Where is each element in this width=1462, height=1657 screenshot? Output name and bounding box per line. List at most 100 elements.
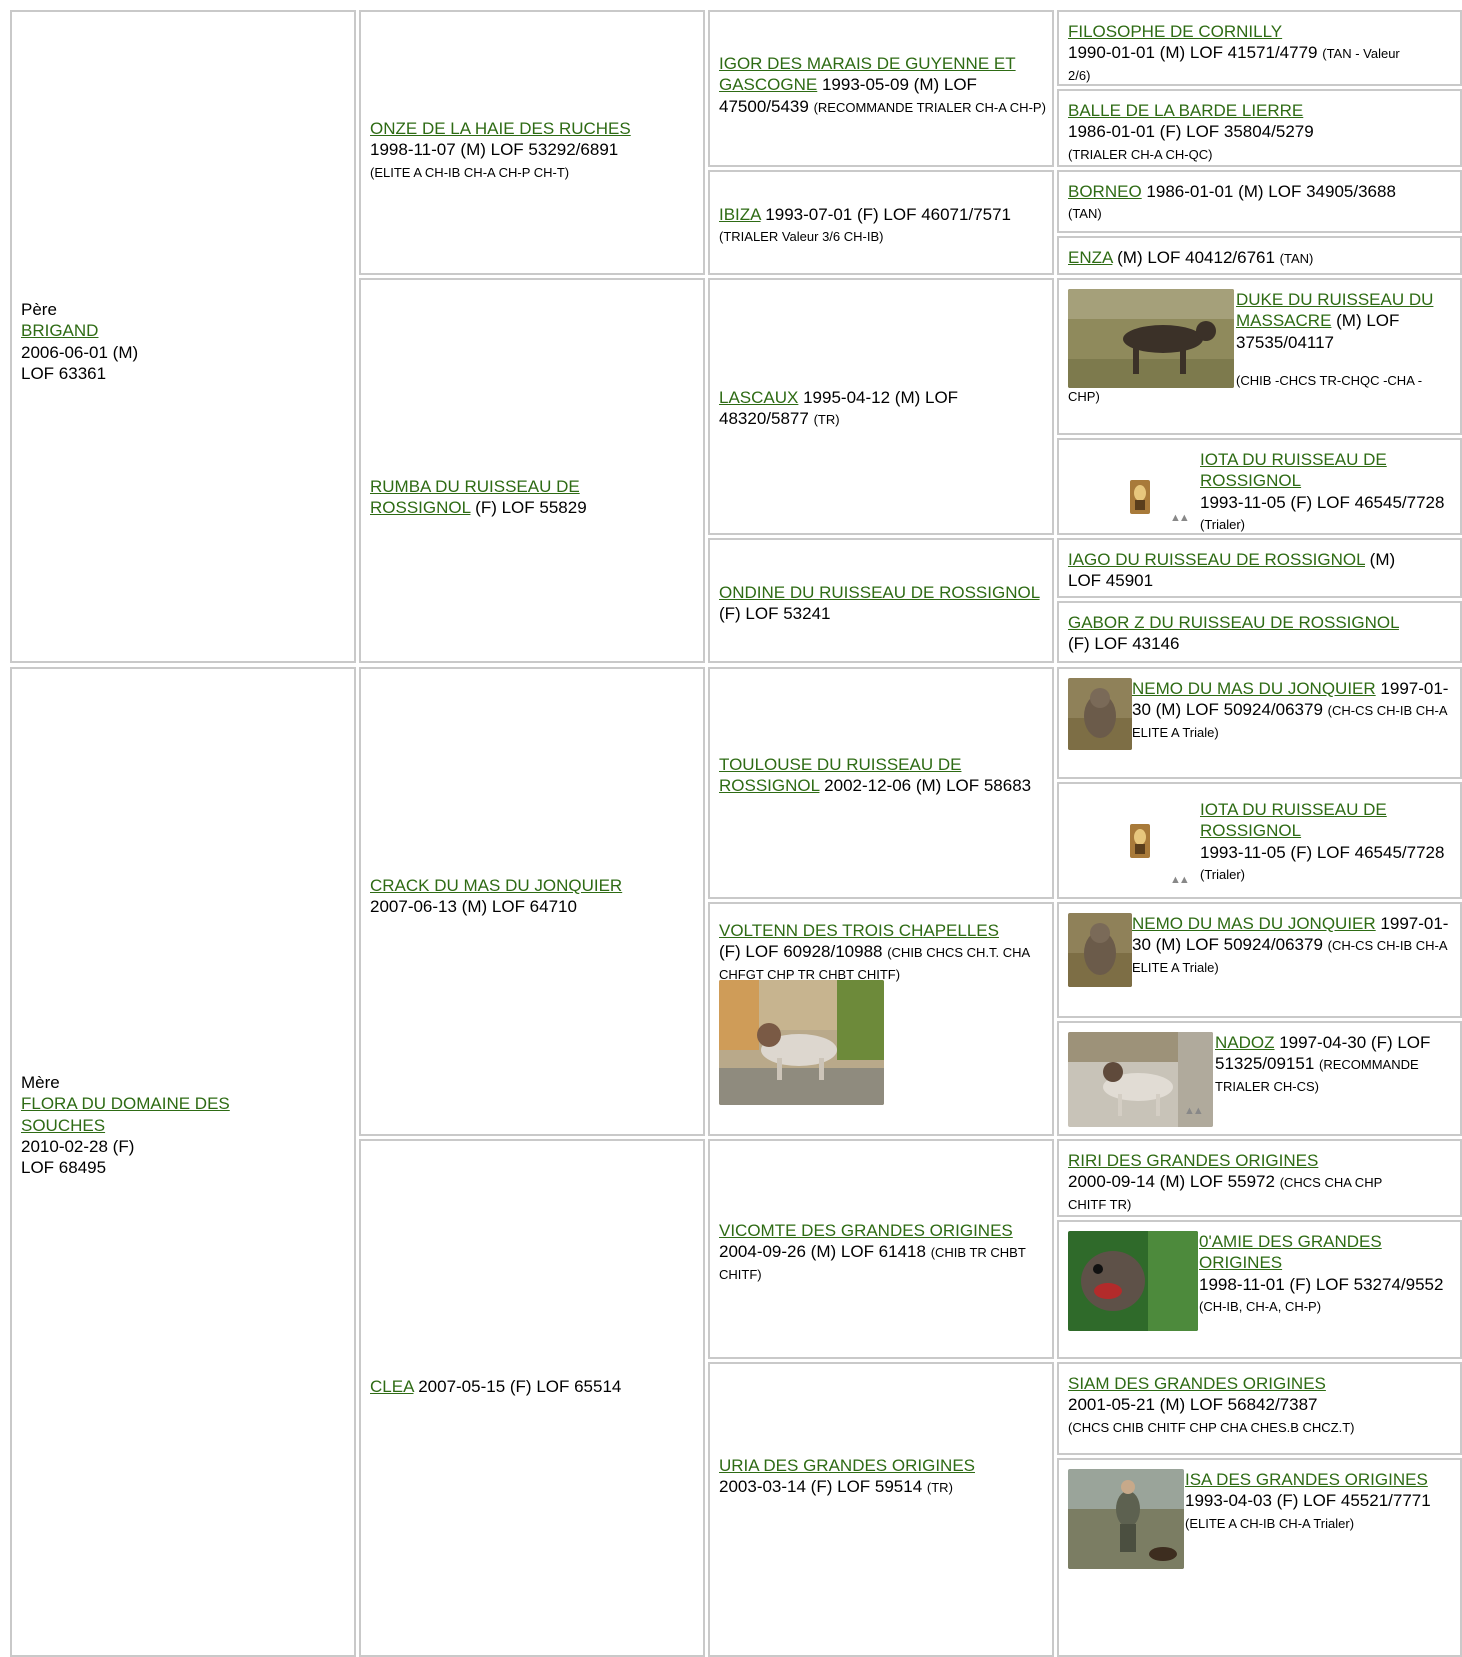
dog-info: (F) LOF 43146	[1068, 634, 1180, 654]
dog-photo-standing[interactable]	[719, 980, 884, 1105]
dog-link[interactable]: ENZA	[1068, 248, 1113, 267]
dog-info: 1995-04-12 (M) LOF 48320/5877	[719, 388, 959, 429]
pedigree-cell-gen3: VOLTENN DES TROIS CHAPELLES (F) LOF 6092…	[708, 902, 1054, 1136]
dog-titles: (Trialer)	[1200, 516, 1246, 532]
pedigree-cell-gen3: URIA DES GRANDES ORIGINES 2003-03-14 (F)…	[708, 1362, 1054, 1657]
dog-link[interactable]: NADOZ	[1215, 1033, 1275, 1052]
dog-link[interactable]: TOULOUSE DU RUISSEAU DE ROSSIGNOL	[719, 755, 962, 796]
dog-link[interactable]: FILOSOPHE DE CORNILLY	[1068, 22, 1283, 41]
dog-titles: (CHCS CHA CHP CHITF TR)	[1068, 1175, 1383, 1212]
dog-info: 2007-05-15 (F) LOF 65514	[413, 1377, 622, 1396]
dog-titles: (TRIALER CH-A CH-QC)	[1068, 146, 1213, 162]
dog-registry: LOF 63361	[21, 363, 107, 383]
pedigree-cell-dam: Mère FLORA DU DOMAINE DES SOUCHES 2010-0…	[10, 667, 356, 1657]
pedigree-cell-gen4: SIAM DES GRANDES ORIGINES 2001-05-21 (M)…	[1057, 1362, 1462, 1455]
dog-link[interactable]: LASCAUX	[719, 388, 799, 407]
pedigree-cell-sire: Père BRIGAND 2006-06-01 (M) LOF 63361	[10, 10, 356, 663]
dog-link[interactable]: URIA DES GRANDES ORIGINES	[719, 1456, 975, 1475]
pedigree-cell-gen2: ONZE DE LA HAIE DES RUCHES 1998-11-07 (M…	[359, 10, 705, 275]
dog-titles: (RECOMMANDE TRIALER CH-CS)	[1215, 1057, 1419, 1094]
dog-info: 1993-07-01 (F) LOF 46071/7571	[760, 205, 1012, 224]
dog-link[interactable]: RIRI DES GRANDES ORIGINES	[1068, 1151, 1319, 1170]
dog-info: (M) LOF 37535/04117	[1236, 311, 1400, 352]
dog-info: 1990-01-01 (M) LOF 41571/4779	[1068, 43, 1318, 63]
dog-info: 1993-11-05 (F) LOF 46545/7728	[1200, 842, 1445, 862]
dog-link[interactable]: BORNEO	[1068, 182, 1142, 201]
dog-photo-grass[interactable]	[1068, 289, 1234, 388]
dog-photo-courtyard[interactable]	[1068, 1032, 1213, 1127]
zoom-icon[interactable]: ▲▲	[1170, 874, 1190, 886]
pedigree-cell-gen4: ▲▲ IOTA DU RUISSEAU DE ROSSIGNOL 1993-11…	[1057, 438, 1462, 535]
dog-link[interactable]: 0'AMIE DES GRANDES ORIGINES	[1199, 1232, 1382, 1273]
role-label: Père	[21, 300, 57, 319]
dog-titles: (ELITE A CH-IB CH-A CH-P CH-T)	[370, 164, 570, 180]
dog-info: 1986-01-01 (F) LOF 35804/5279	[1068, 122, 1314, 142]
dog-link[interactable]: IBIZA	[719, 205, 761, 224]
dog-link[interactable]: BALLE DE LA BARDE LIERRE	[1068, 101, 1304, 120]
pedigree-cell-gen3: VICOMTE DES GRANDES ORIGINES 2004-09-26 …	[708, 1139, 1054, 1359]
dog-titles: (CHIB TR CHBT CHITF)	[719, 1245, 1026, 1282]
dog-link[interactable]: FLORA DU DOMAINE DES SOUCHES	[21, 1094, 230, 1135]
dog-photo-closeup[interactable]	[1068, 1231, 1198, 1331]
dog-info: 1997-01-30 (M) LOF 50924/06379	[1132, 914, 1449, 955]
zoom-icon[interactable]: ▲▲	[1170, 512, 1190, 524]
dog-link[interactable]: DUKE DU RUISSEAU DU MASSACRE	[1236, 290, 1434, 331]
dog-link[interactable]: IAGO DU RUISSEAU DE ROSSIGNOL	[1068, 550, 1365, 569]
pedigree-cell-gen4: FILOSOPHE DE CORNILLY 1990-01-01 (M) LOF…	[1057, 10, 1462, 86]
pedigree-cell-gen4: RIRI DES GRANDES ORIGINES 2000-09-14 (M)…	[1057, 1139, 1462, 1217]
dog-info: (M) LOF 45901	[1068, 550, 1396, 591]
dog-link[interactable]: ISA DES GRANDES ORIGINES	[1185, 1470, 1428, 1489]
pedigree-cell-gen4: DUKE DU RUISSEAU DU MASSACRE (M) LOF 375…	[1057, 278, 1462, 435]
dog-link[interactable]: GABOR Z DU RUISSEAU DE ROSSIGNOL	[1068, 613, 1399, 632]
zoom-icon[interactable]: ▲▲	[1184, 1105, 1204, 1117]
dog-link[interactable]: ONZE DE LA HAIE DES RUCHES	[370, 119, 631, 138]
pedigree-cell-gen4: ENZA (M) LOF 40412/6761 (TAN)	[1057, 236, 1462, 275]
dog-titles: (TAN)	[1279, 251, 1314, 266]
dog-link[interactable]: NEMO DU MAS DU JONQUIER	[1132, 914, 1376, 933]
dog-info: (F) LOF 53241	[719, 604, 831, 624]
hunter-with-dogs-photo[interactable]	[1068, 1469, 1184, 1569]
dog-link[interactable]: IOTA DU RUISSEAU DE ROSSIGNOL	[1200, 450, 1387, 491]
dog-link[interactable]: RUMBA DU RUISSEAU DE ROSSIGNOL	[370, 477, 580, 518]
dog-titles: (CH-CS CH-IB CH-A ELITE A Triale)	[1132, 703, 1447, 740]
dog-titles: (CH-CS CH-IB CH-A ELITE A Triale)	[1132, 938, 1447, 975]
dog-photo-sitting[interactable]	[1068, 913, 1132, 987]
dog-titles: (CH-IB, CH-A, CH-P)	[1199, 1298, 1322, 1314]
dog-link[interactable]: IOTA DU RUISSEAU DE ROSSIGNOL	[1200, 800, 1387, 841]
dog-registry: LOF 68495	[21, 1158, 107, 1177]
dog-info: 1998-11-07 (M) LOF 53292/6891	[370, 140, 619, 160]
pedigree-cell-gen4: IAGO DU RUISSEAU DE ROSSIGNOL (M) LOF 45…	[1057, 538, 1462, 598]
dog-link[interactable]: NEMO DU MAS DU JONQUIER	[1132, 679, 1376, 698]
dog-thumbnail-small[interactable]	[1130, 480, 1150, 514]
dog-info: (M) LOF 40412/6761	[1112, 248, 1275, 267]
dog-link[interactable]: VICOMTE DES GRANDES ORIGINES	[719, 1221, 1013, 1240]
dog-titles: (ELITE A CH-IB CH-A Trialer)	[1185, 1515, 1355, 1531]
dog-link[interactable]: IGOR DES MARAIS DE GUYENNE ET GASCOGNE	[719, 54, 1016, 95]
dog-info: 1993-04-03 (F) LOF 45521/7771	[1185, 1491, 1431, 1511]
dog-link[interactable]: CRACK DU MAS DU JONQUIER	[370, 876, 623, 895]
pedigree-cell-gen3: LASCAUX 1995-04-12 (M) LOF 48320/5877 (T…	[708, 278, 1054, 535]
dog-titles: (TRIALER Valeur 3/6 CH-IB)	[719, 229, 884, 245]
dog-link[interactable]: BRIGAND	[21, 321, 99, 341]
pedigree-cell-gen4: NEMO DU MAS DU JONQUIER 1997-01-30 (M) L…	[1057, 667, 1462, 779]
dog-info: 1993-11-05 (F) LOF 46545/7728	[1200, 492, 1445, 512]
dog-link[interactable]: CLEA	[370, 1377, 414, 1396]
dog-link[interactable]: ONDINE DU RUISSEAU DE ROSSIGNOL	[719, 583, 1040, 602]
pedigree-cell-gen4: BALLE DE LA BARDE LIERRE 1986-01-01 (F) …	[1057, 89, 1462, 167]
dog-thumbnail-small[interactable]	[1130, 824, 1150, 858]
dog-titles: (CHCS CHIB CHITF CHP CHA CHES.B CHCZ.T)	[1068, 1419, 1355, 1435]
dog-info: 2003-03-14 (F) LOF 59514	[719, 1477, 923, 1497]
dog-link[interactable]: SIAM DES GRANDES ORIGINES	[1068, 1374, 1326, 1393]
role-label: Mère	[21, 1073, 60, 1092]
dog-info: 2010-02-28 (F)	[21, 1136, 135, 1156]
dog-info: 1986-01-01 (M) LOF 34905/3688	[1141, 182, 1396, 201]
pedigree-cell-gen3: IBIZA 1993-07-01 (F) LOF 46071/7571 (TRI…	[708, 170, 1054, 275]
dog-titles: (TAN)	[1068, 206, 1102, 222]
pedigree-cell-gen4: ▲▲ IOTA DU RUISSEAU DE ROSSIGNOL 1993-11…	[1057, 782, 1462, 899]
dog-photo-sitting[interactable]	[1068, 678, 1132, 750]
pedigree-cell-gen4: 0'AMIE DES GRANDES ORIGINES 1998-11-01 (…	[1057, 1220, 1462, 1359]
pedigree-cell-gen2: CRACK DU MAS DU JONQUIER 2007-06-13 (M) …	[359, 667, 705, 1136]
dog-info: 1998-11-01 (F) LOF 53274/9552	[1199, 1274, 1444, 1294]
dog-link[interactable]: VOLTENN DES TROIS CHAPELLES	[719, 921, 999, 940]
dog-info: 2002-12-06 (M) LOF 58683	[819, 776, 1032, 796]
